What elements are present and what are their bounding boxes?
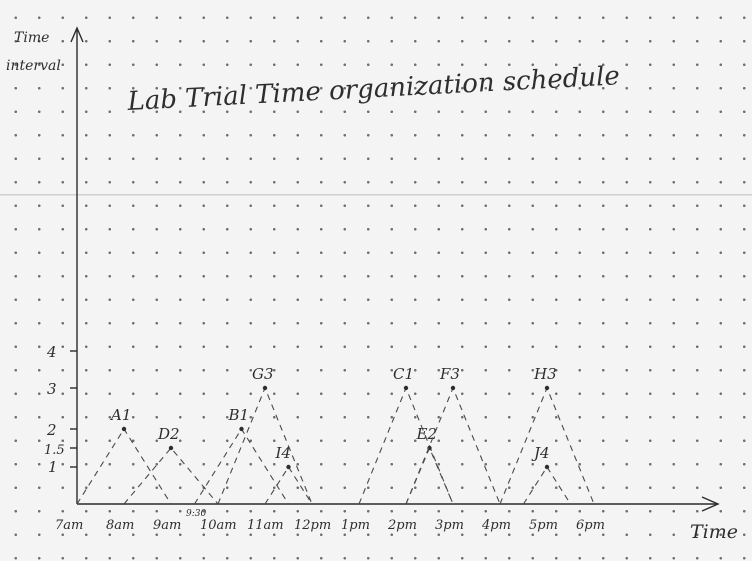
paper-fold-line (0, 194, 752, 196)
y-tick-label-1: 1 (48, 458, 58, 476)
trial-triangle-I4 (264, 465, 313, 505)
trial-peak-I4 (286, 464, 291, 470)
trial-peak-H3 (544, 385, 550, 391)
x-tick-label-10am: 10am (200, 518, 237, 533)
x-tick-label-3pm: 3pm (435, 518, 464, 533)
trial-triangle-F3 (405, 386, 501, 505)
x-tick-label-8am: 8am (106, 518, 134, 533)
trial-triangle-J4 (523, 465, 571, 505)
trial-peak-F3 (450, 385, 456, 391)
x-tick-label-11am: 11am (247, 518, 284, 533)
x-tick-labels: 7am 8am 9am 10am 11am 12pm 1pm 2pm 3pm 4pm 5pm 6pm (55, 518, 605, 533)
trial-label-E2: E2 (416, 425, 438, 443)
x-tick-label-6pm: 6pm (576, 518, 605, 533)
y-axis-title-line-2: interval (6, 58, 61, 74)
y-tick-label-3: 3 (47, 380, 57, 398)
trial-triangle-E2 (405, 446, 454, 505)
diagram-title: Lab Trial Time organization schedule (126, 61, 621, 117)
trial-label-H3: H3 (533, 365, 557, 383)
trial-triangle-A1 (76, 427, 172, 505)
x-tick-label-9-30: 9:30 (186, 509, 206, 519)
x-tick-label-2pm: 2pm (387, 518, 417, 533)
y-axis-title: Time interval (6, 30, 61, 74)
x-tick-label-7am: 7am (55, 518, 83, 533)
trial-label-C1: C1 (393, 365, 414, 383)
trial-label-D2: D2 (157, 425, 180, 443)
trial-label-J4: J4 (531, 444, 550, 462)
x-tick-label-12pm: 12pm (294, 518, 331, 533)
trial-peak-C1 (403, 385, 409, 391)
x-tick-label-9am: 9am (153, 518, 181, 533)
trial-label-G3: G3 (252, 365, 274, 383)
trial-peak-G3 (262, 385, 268, 391)
trial-label-B1: B1 (228, 406, 250, 424)
trial-peak-D2 (168, 445, 174, 451)
trial-label-F3: F3 (439, 365, 460, 383)
y-tick-label-1.5: 1.5 (44, 443, 65, 458)
trial-triangle-C1 (358, 386, 454, 505)
trial-peak-A1 (121, 426, 127, 432)
y-axis-arrow (70, 26, 84, 43)
trial-label-I4: I4 (275, 444, 291, 462)
x-tick-label-4pm: 4pm (481, 518, 511, 533)
trial-triangle-B1 (194, 427, 289, 505)
y-tick-label-4: 4 (46, 343, 57, 361)
y-axis-title-line-1: Time (14, 30, 49, 46)
x-axis-arrow (701, 496, 720, 512)
trial-triangle-D2 (123, 447, 219, 505)
trial-label-A1: A1 (109, 406, 131, 424)
y-tick-label-2: 2 (46, 421, 57, 439)
trial-peak-B1 (239, 426, 244, 432)
x-axis-title: Time (690, 521, 738, 543)
trial-peak-J4 (544, 464, 550, 470)
x-tick-label-1pm: 1pm (341, 518, 370, 533)
x-tick-label-5pm: 5pm (529, 518, 558, 533)
